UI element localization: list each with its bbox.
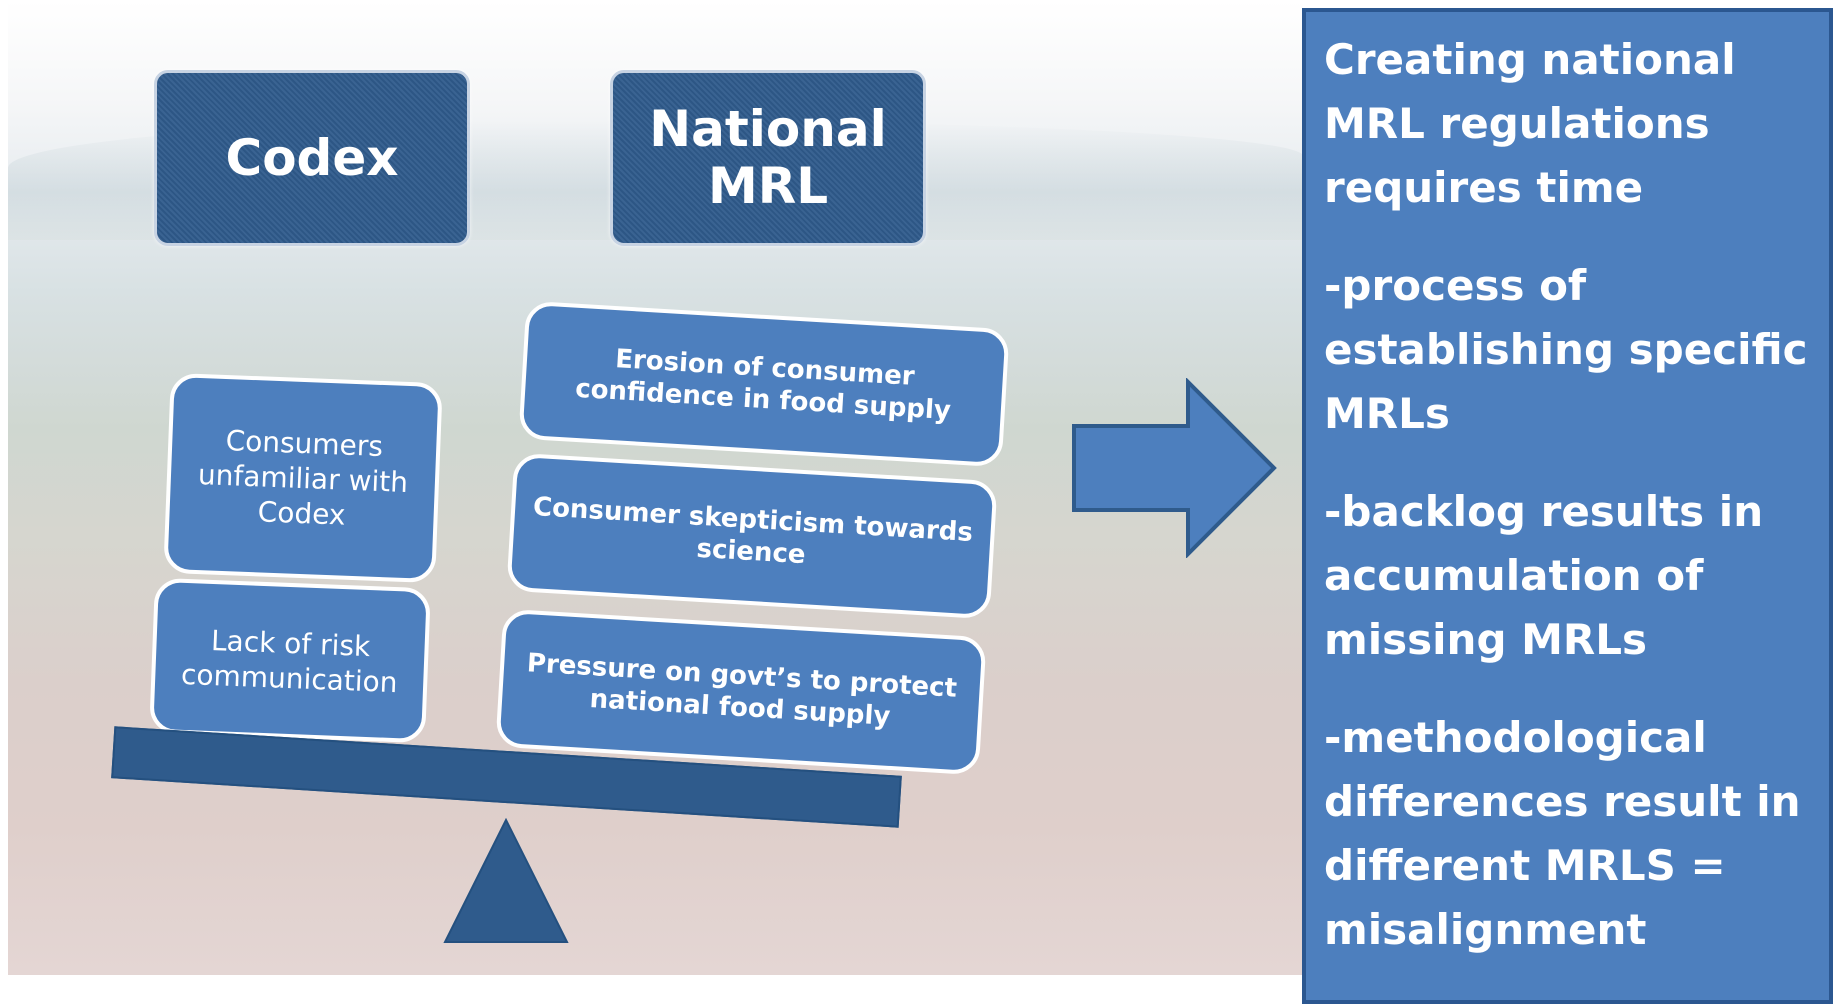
codex-label: Codex [225,129,399,187]
consumers-unfamiliar-box: Consumers unfamiliar with Codex [163,372,443,584]
skepticism-science-box: Consumer skepticism towards science [506,452,998,620]
lack-of-risk-box: Lack of risk communication [149,577,431,744]
right-arrow-icon [1072,378,1277,558]
pressure-govt-label: Pressure on govt’s to protect national f… [526,647,958,732]
fulcrum-triangle [443,818,569,943]
erosion-confidence-label: Erosion of consumer confidence in food s… [574,343,952,427]
panel-line-process: -process of establishing specific MRLs [1324,261,1808,438]
national-mrl-header-box: National MRL [610,70,926,246]
pressure-govt-box: Pressure on govt’s to protect national f… [495,608,987,776]
panel-line-methodological: -methodological differences result in di… [1324,713,1801,954]
panel-line-heading: Creating national MRL regulations requir… [1324,35,1736,212]
consumers-unfamiliar-label: Consumers unfamiliar with Codex [197,423,409,532]
lack-of-risk-label: Lack of risk communication [180,623,399,699]
codex-header-box: Codex [154,70,470,246]
skepticism-science-label: Consumer skepticism towards science [532,491,974,571]
conclusion-panel: Creating national MRL regulations requir… [1302,8,1833,1004]
national-mrl-label: National MRL [649,99,887,215]
panel-line-backlog: -backlog results in accumulation of miss… [1324,487,1764,664]
erosion-confidence-box: Erosion of consumer confidence in food s… [518,300,1010,468]
